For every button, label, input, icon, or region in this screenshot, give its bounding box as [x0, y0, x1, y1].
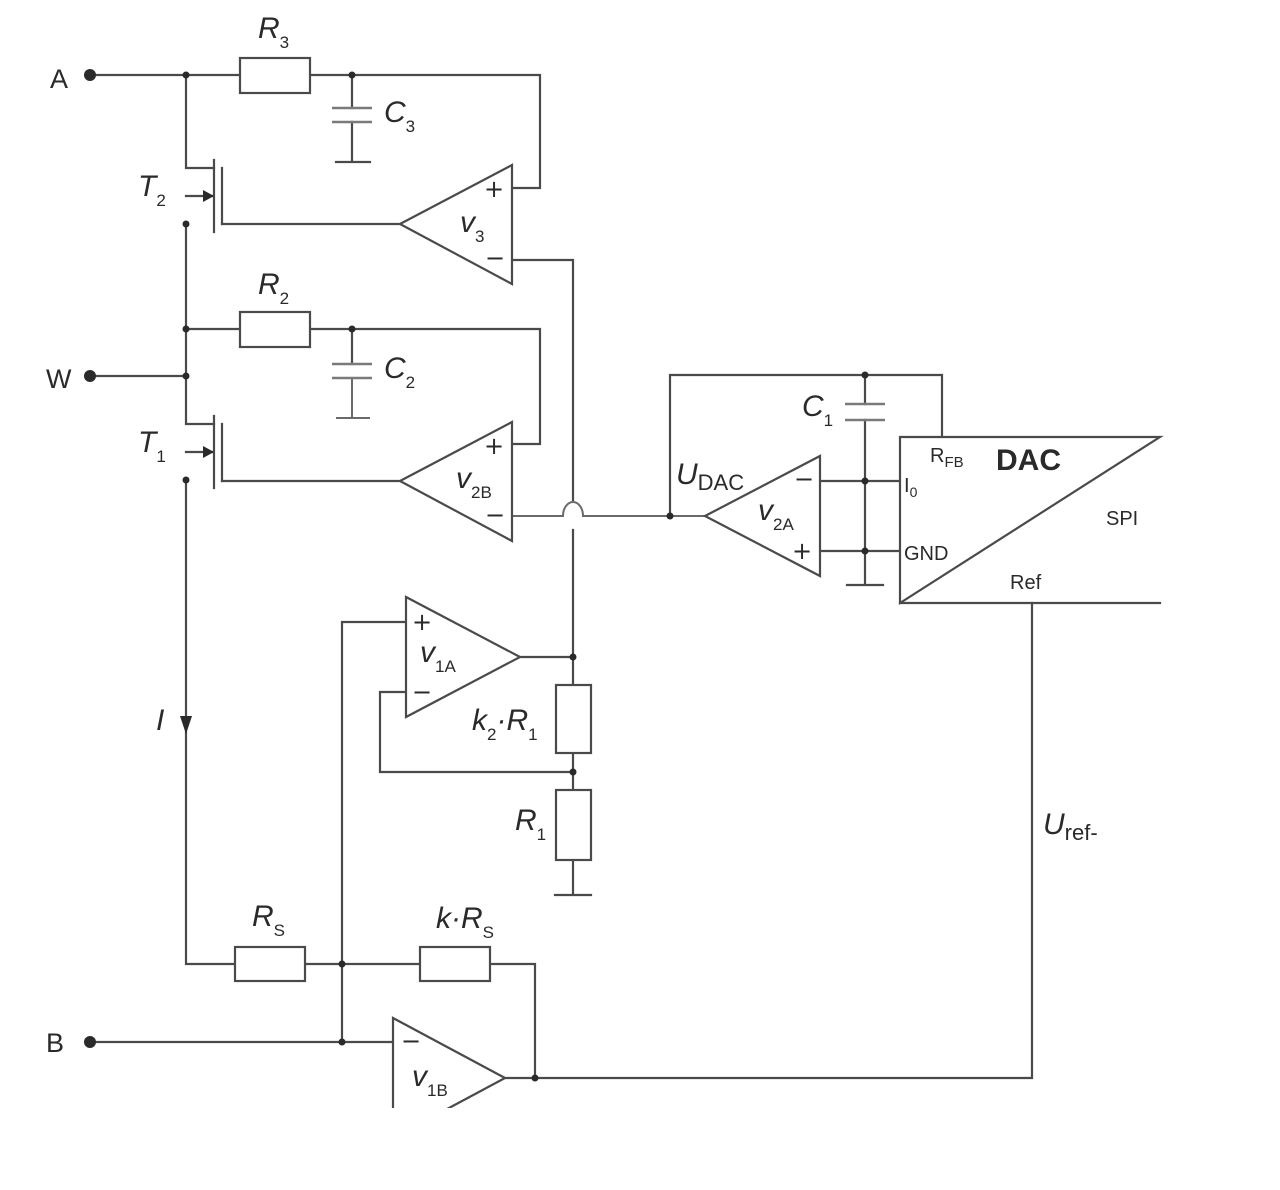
terminal-b-label: B — [46, 1028, 64, 1058]
capacitor-c2 — [332, 362, 372, 380]
wire-dac-feedback — [668, 373, 944, 518]
transistor-t2 — [184, 158, 224, 234]
dac-gnd-label: GND — [904, 543, 948, 565]
capacitor-c1 — [845, 402, 885, 422]
v1a-label: v1A — [420, 636, 456, 676]
resistor-r1 — [554, 788, 593, 862]
v2a-label: v2A — [758, 494, 794, 534]
v2b-label: v2B — [456, 462, 492, 502]
current-arrow-icon — [180, 716, 192, 734]
transistor-t1 — [184, 414, 224, 490]
v1b-label: v1B — [412, 1060, 448, 1100]
dac-spi-label: SPI — [1106, 508, 1138, 530]
v1a-minus-sign: − — [412, 678, 432, 706]
terminal-w-label: W — [46, 364, 72, 394]
udac-label: UDAC — [676, 458, 744, 495]
wire-v1a-minus — [378, 690, 575, 774]
terminal-a-label: A — [50, 64, 68, 94]
v2b-plus-sign: + — [484, 432, 504, 460]
v2a-plus-sign: + — [792, 537, 812, 565]
v1b-minus-sign: − — [401, 1027, 421, 1055]
wire-v3-minus — [510, 258, 575, 502]
v2b-minus-sign: − — [485, 501, 505, 529]
r3-label: R3 — [258, 12, 289, 52]
opamp-v2b — [397, 420, 514, 543]
dac-ref-label: Ref — [1010, 572, 1042, 594]
c1-label: C1 — [802, 390, 833, 430]
opamp-v3 — [397, 163, 514, 286]
resistor-r2 — [238, 310, 312, 349]
krs-label: k·RS — [436, 902, 494, 942]
k2r1-label: k2·R1 — [472, 704, 538, 744]
wire-r2-branch — [184, 327, 542, 446]
dac-rfb-label: RFB — [930, 445, 964, 471]
wire-c3 — [334, 73, 372, 164]
resistor-r3 — [238, 56, 312, 95]
image-crop-mask — [380, 1108, 530, 1190]
wire-a-rail — [88, 73, 542, 190]
wires — [88, 73, 1162, 1080]
v3-label: v3 — [460, 206, 484, 246]
dac-block — [898, 435, 1164, 606]
v3-plus-sign: + — [484, 175, 504, 203]
wire-gnd — [818, 549, 902, 587]
v1a-plus-sign: + — [412, 608, 432, 636]
r2-label: R2 — [258, 268, 289, 308]
resistor-k2r1 — [554, 683, 593, 755]
c2-label: C2 — [384, 352, 415, 392]
wire-ref — [503, 601, 1034, 1080]
dac-title: DAC — [996, 444, 1061, 477]
wire-v2b-minus — [512, 501, 705, 517]
dac-i0-label: I0 — [904, 475, 918, 500]
wire-left-spine — [184, 73, 237, 966]
rs-label: RS — [252, 900, 285, 940]
v2a-minus-sign: − — [794, 465, 814, 493]
resistor-rs — [233, 945, 307, 983]
capacitor-c3 — [332, 106, 372, 124]
wire-v1a-plus — [340, 620, 408, 1044]
junction-dots — [84, 69, 869, 1082]
current-label: I — [156, 704, 164, 737]
wire-rs-row — [303, 962, 537, 1080]
wire-c2-gnd — [336, 378, 370, 419]
v3-minus-sign: − — [485, 244, 505, 272]
uref-label: Uref- — [1043, 808, 1098, 845]
opamp-v1a — [404, 595, 523, 719]
t1-label: T1 — [138, 426, 166, 466]
c3-label: C3 — [384, 96, 415, 136]
r1-label: R1 — [515, 804, 546, 844]
resistor-krs — [418, 945, 492, 983]
t2-label: T2 — [138, 170, 166, 210]
opamp-v2a — [702, 454, 822, 578]
